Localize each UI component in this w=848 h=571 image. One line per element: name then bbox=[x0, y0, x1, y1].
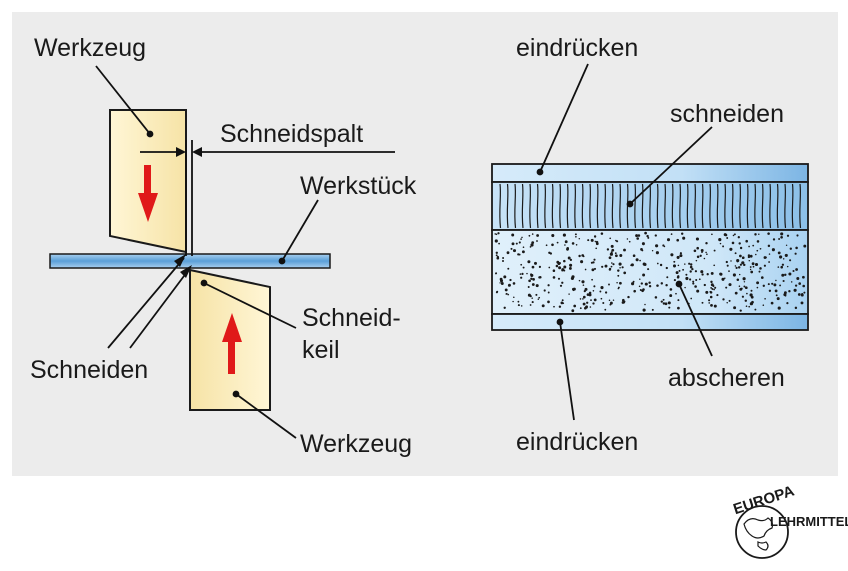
label-workpiece: Werkstück bbox=[300, 172, 417, 200]
logo-side-text: LEHRMITTEL bbox=[770, 514, 848, 529]
label-tool-bottom: Werkzeug bbox=[300, 430, 412, 458]
label-shear: abscheren bbox=[668, 364, 785, 392]
leader-tool-bottom bbox=[235, 393, 297, 439]
label-cutting-gap: Schneidspalt bbox=[220, 120, 363, 148]
band-indent-bottom bbox=[491, 313, 809, 331]
leader-tool-top bbox=[95, 65, 151, 135]
label-indent-top: eindrücken bbox=[516, 34, 638, 62]
red-arrow-down-icon bbox=[138, 165, 158, 222]
leader-edge-1 bbox=[107, 257, 185, 349]
label-cut: schneiden bbox=[670, 100, 784, 128]
red-arrow-up-icon bbox=[222, 313, 242, 374]
label-indent-bottom: eindrücken bbox=[516, 428, 638, 456]
europa-lehrmittel-logo: EUROPA LEHRMITTEL bbox=[731, 482, 848, 559]
cutting-gap-marker bbox=[140, 140, 395, 256]
leader-workpiece bbox=[281, 199, 319, 262]
workpiece-strip bbox=[49, 253, 331, 269]
dot-tool-top bbox=[146, 130, 154, 138]
zone-shear bbox=[491, 229, 809, 315]
leader-shear bbox=[678, 283, 713, 357]
cut-striations bbox=[499, 183, 802, 229]
label-wedge-line1: Schneid- bbox=[302, 304, 401, 332]
leader-edge-2 bbox=[129, 267, 191, 349]
label-cutting-edges: Schneiden bbox=[30, 356, 148, 384]
label-wedge-line2: keil bbox=[302, 336, 340, 364]
leader-wedge bbox=[203, 282, 297, 329]
right-diagram: eindrücken schneiden abscheren eindrücke… bbox=[491, 34, 809, 456]
left-diagram: Werkzeug Schneidspalt Werkstück Schneid-… bbox=[30, 34, 417, 458]
leader-cut bbox=[629, 126, 713, 205]
arrowhead-edge-2-icon bbox=[180, 265, 192, 278]
leader-indent-top bbox=[539, 63, 589, 173]
shear-texture bbox=[494, 231, 807, 313]
arrowhead-edge-1-icon bbox=[174, 254, 186, 267]
leader-indent-bottom bbox=[559, 321, 575, 421]
label-tool-top: Werkzeug bbox=[34, 34, 146, 62]
